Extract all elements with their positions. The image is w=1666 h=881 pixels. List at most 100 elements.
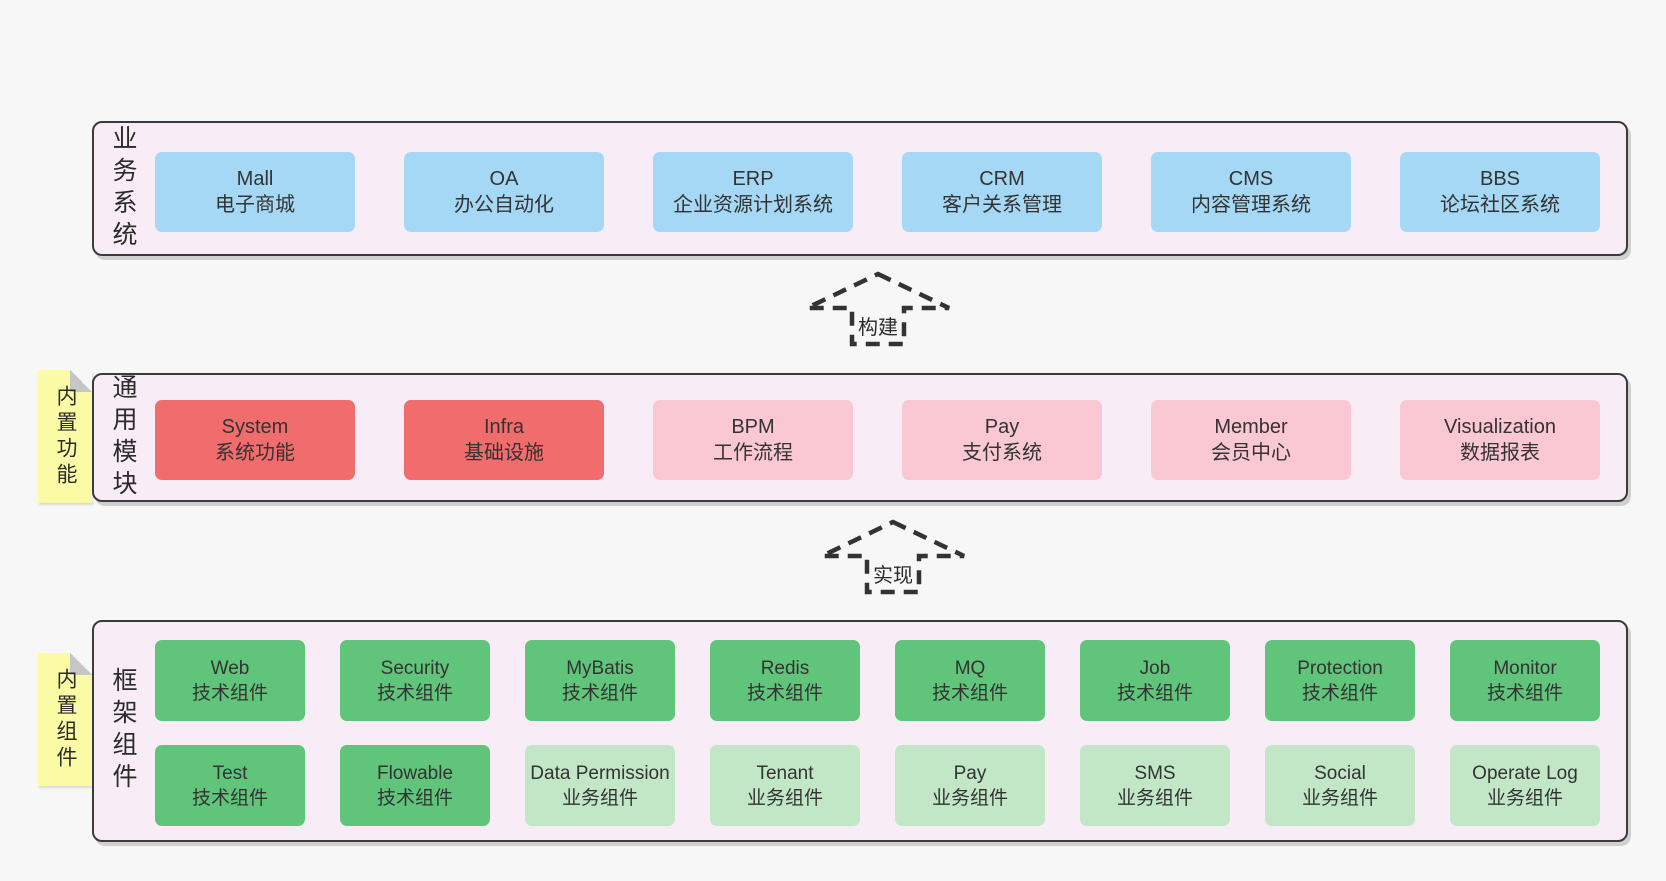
box-name: Tenant <box>756 762 814 784</box>
box-desc: 数据报表 <box>1460 442 1540 464</box>
box-name: Protection <box>1297 657 1383 679</box>
box-desc: 办公自动化 <box>454 194 554 216</box>
box-redis: Redis 技术组件 <box>710 640 860 721</box>
sticky-built-in-components: 内置组件 <box>38 653 92 786</box>
framework-row-2: Test 技术组件 Flowable 技术组件 Data Permission … <box>155 745 1600 826</box>
box-desc: 业务组件 <box>1116 787 1193 809</box>
box-desc: 技术组件 <box>191 787 268 809</box>
box-desc: 技术组件 <box>1301 682 1378 704</box>
box-name: Monitor <box>1493 657 1557 679</box>
panel-label-framework-components: 框架组件 <box>109 667 137 795</box>
box-crm: CRM 客户关系管理 <box>902 152 1102 232</box>
arrow-implement: 实现 <box>818 518 968 596</box>
box-desc: 企业资源计划系统 <box>673 194 833 216</box>
arrow-label-implement: 实现 <box>870 558 916 589</box>
box-name: Test <box>212 762 248 784</box>
box-desc: 技术组件 <box>1116 682 1193 704</box>
box-system: System 系统功能 <box>155 400 355 480</box>
box-desc: 技术组件 <box>561 682 638 704</box>
box-name: Data Permission <box>530 762 670 784</box>
box-name: Flowable <box>376 762 454 784</box>
box-desc: 业务组件 <box>746 787 823 809</box>
box-desc: 会员中心 <box>1211 442 1291 464</box>
box-name: Operate Log <box>1472 762 1578 784</box>
box-desc: 基础设施 <box>464 442 544 464</box>
box-desc: 业务组件 <box>1301 787 1378 809</box>
panel-label-common-modules: 通用模块 <box>109 373 137 502</box>
box-desc: 客户关系管理 <box>942 194 1062 216</box>
box-operate-log: Operate Log 业务组件 <box>1450 745 1600 826</box>
box-desc: 技术组件 <box>746 682 823 704</box>
box-desc: 技术组件 <box>376 787 453 809</box>
box-job: Job 技术组件 <box>1080 640 1230 721</box>
sticky-built-in-functions: 内置功能 <box>38 370 92 503</box>
box-security: Security 技术组件 <box>340 640 490 721</box>
box-name: System <box>221 416 289 438</box>
box-mq: MQ 技术组件 <box>895 640 1045 721</box>
box-sms: SMS 业务组件 <box>1080 745 1230 826</box>
box-name: Infra <box>483 416 525 438</box>
box-desc: 电子商城 <box>215 194 295 216</box>
up-arrow-icon <box>821 519 965 595</box>
box-desc: 系统功能 <box>215 442 295 464</box>
box-name: Social <box>1314 762 1366 784</box>
box-name: Member <box>1214 416 1288 438</box>
box-social: Social 业务组件 <box>1265 745 1415 826</box>
box-cms: CMS 内容管理系统 <box>1151 152 1351 232</box>
box-name: SMS <box>1134 762 1176 784</box>
box-data-permission: Data Permission 业务组件 <box>525 745 675 826</box>
box-desc: 技术组件 <box>1486 682 1563 704</box>
box-monitor: Monitor 技术组件 <box>1450 640 1600 721</box>
box-desc: 技术组件 <box>931 682 1008 704</box>
sticky-fold-icon <box>70 370 92 392</box>
box-infra: Infra 基础设施 <box>404 400 604 480</box>
box-desc: 支付系统 <box>962 442 1042 464</box>
box-desc: 技术组件 <box>376 682 453 704</box>
box-bbs: BBS 论坛社区系统 <box>1400 152 1600 232</box>
up-arrow-icon <box>806 271 950 347</box>
box-protection: Protection 技术组件 <box>1265 640 1415 721</box>
framework-row-1: Web 技术组件 Security 技术组件 MyBatis 技术组件 Redi… <box>155 640 1600 721</box>
box-flowable: Flowable 技术组件 <box>340 745 490 826</box>
box-desc: 业务组件 <box>561 787 638 809</box>
box-desc: 业务组件 <box>931 787 1008 809</box>
box-name: Redis <box>760 657 810 679</box>
arrow-label-build: 构建 <box>855 310 901 341</box>
box-test: Test 技术组件 <box>155 745 305 826</box>
box-name: ERP <box>732 168 774 190</box>
sticky-text: 内置组件 <box>54 667 77 772</box>
box-erp: ERP 企业资源计划系统 <box>653 152 853 232</box>
panel-framework-components: 框架组件 Web 技术组件 Security 技术组件 MyBatis 技术组件… <box>92 620 1628 842</box>
box-name: Mall <box>236 168 274 190</box>
panel-common-modules: 通用模块 System 系统功能 Infra 基础设施 BPM 工作流程 Pay… <box>92 373 1628 502</box>
box-name: MyBatis <box>566 657 634 679</box>
business-systems-row: Mall 电子商城 OA 办公自动化 ERP 企业资源计划系统 CRM 客户关系… <box>155 152 1600 232</box>
arrow-build: 构建 <box>803 270 953 348</box>
box-desc: 业务组件 <box>1486 787 1563 809</box>
sticky-text: 内置功能 <box>54 384 77 489</box>
box-desc: 工作流程 <box>713 442 793 464</box>
box-pay-module: Pay 支付系统 <box>902 400 1102 480</box>
box-name: CRM <box>979 168 1025 190</box>
box-desc: 内容管理系统 <box>1191 194 1311 216</box>
box-name: Job <box>1139 657 1171 679</box>
sticky-fold-icon <box>70 653 92 675</box>
box-name: Security <box>380 657 450 679</box>
box-mybatis: MyBatis 技术组件 <box>525 640 675 721</box>
box-name: CMS <box>1228 168 1274 190</box>
box-pay-component: Pay 业务组件 <box>895 745 1045 826</box>
common-modules-row: System 系统功能 Infra 基础设施 BPM 工作流程 Pay 支付系统… <box>155 400 1600 480</box>
box-oa: OA 办公自动化 <box>404 152 604 232</box>
box-name: OA <box>489 168 519 190</box>
box-name: BPM <box>731 416 775 438</box>
box-name: MQ <box>954 657 986 679</box>
panel-label-business-systems: 业务系统 <box>109 124 137 253</box>
box-name: Pay <box>953 762 987 784</box>
box-desc: 技术组件 <box>191 682 268 704</box>
box-member: Member 会员中心 <box>1151 400 1351 480</box>
box-desc: 论坛社区系统 <box>1440 194 1560 216</box>
box-name: Pay <box>984 416 1020 438</box>
box-visualization: Visualization 数据报表 <box>1400 400 1600 480</box>
box-name: BBS <box>1479 168 1521 190</box>
